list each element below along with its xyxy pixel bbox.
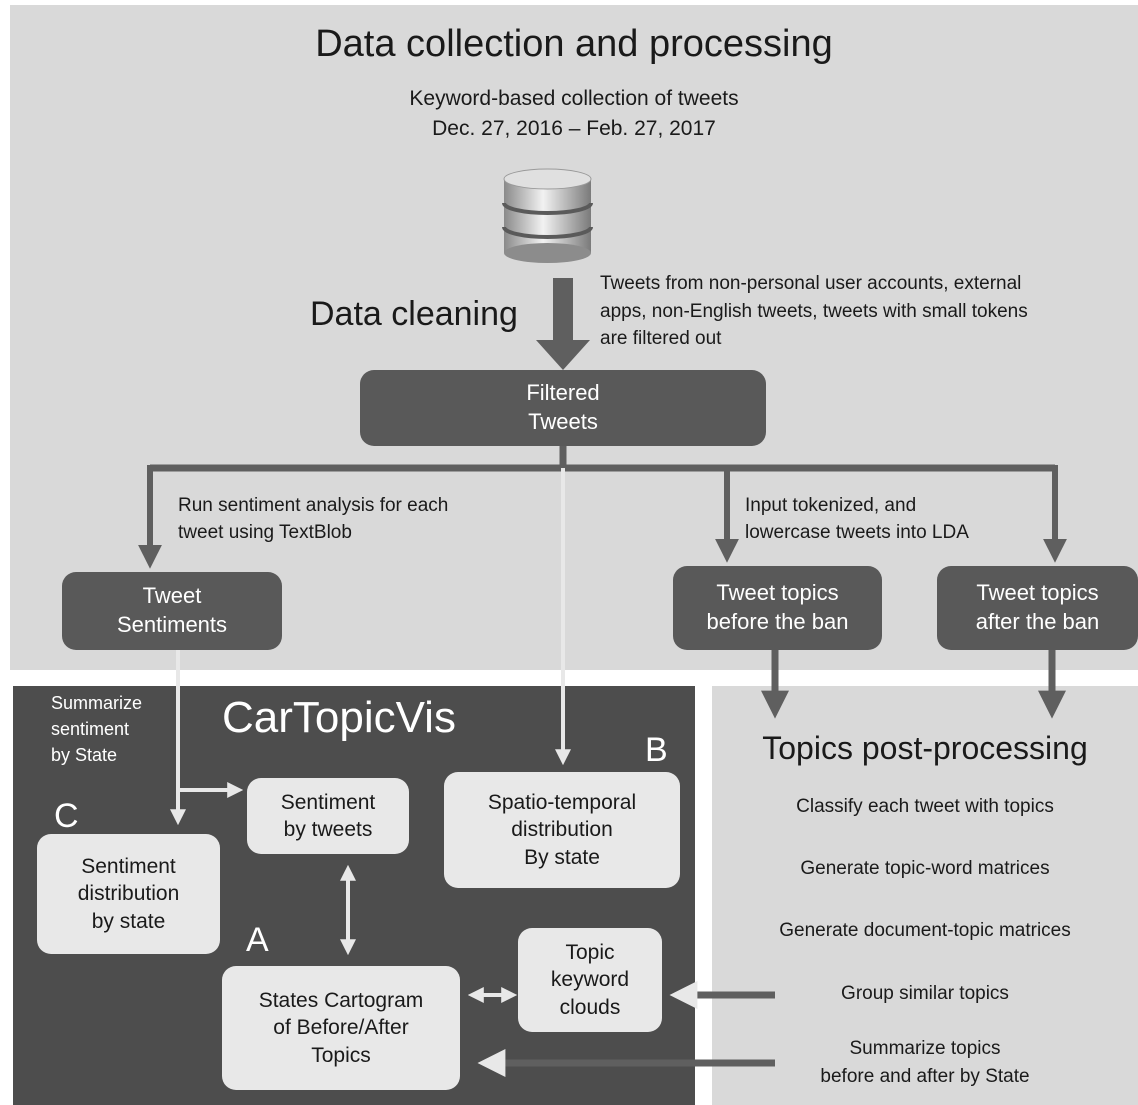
tweet-sentiments-node: Tweet Sentiments — [62, 572, 282, 650]
post-step-group-topics: Group similar topics — [841, 983, 1009, 1004]
cartopicvis-title: CarTopicVis — [222, 693, 456, 742]
post-processing-title: Topics post-processing — [762, 730, 1088, 766]
topics-after-ban-node: Tweet topics after the ban — [937, 566, 1138, 650]
view-label-c: C — [54, 797, 79, 835]
view-label-a: A — [246, 921, 269, 959]
lda-input-label: Input tokenized, and lowercase tweets in… — [745, 495, 969, 543]
collection-date-range: Dec. 27, 2016 – Feb. 27, 2017 — [432, 117, 716, 140]
post-step-topic-word: Generate topic-word matrices — [800, 858, 1050, 879]
filtered-tweets-node: Filtered Tweets — [360, 370, 766, 446]
states-cartogram-node: States Cartogram of Before/After Topics — [222, 966, 460, 1090]
collection-description: Keyword-based collection of tweets — [409, 87, 739, 110]
topics-before-ban-node: Tweet topics before the ban — [673, 566, 882, 650]
sentiment-by-tweets-node: Sentiment by tweets — [247, 778, 409, 854]
diagram-title: Data collection and processing — [315, 23, 833, 65]
data-cleaning-note: Tweets from non-personal user accounts, … — [600, 273, 1028, 350]
topic-keyword-clouds-node: Topic keyword clouds — [518, 928, 662, 1032]
post-step-document-topic: Generate document-topic matrices — [779, 920, 1071, 941]
sentiment-analysis-label: Run sentiment analysis for each tweet us… — [178, 495, 449, 543]
data-cleaning-label: Data cleaning — [310, 295, 518, 333]
view-label-b: B — [645, 731, 668, 769]
data-collection-panel — [10, 5, 1138, 670]
summarize-sentiment-label: Summarize sentiment by State — [51, 693, 143, 766]
sentiment-distribution-node: Sentiment distribution by state — [37, 834, 220, 954]
topics-post-processing-panel — [712, 686, 1138, 1105]
post-step-classify: Classify each tweet with topics — [796, 796, 1054, 817]
data-cleaning-arrow — [536, 278, 590, 370]
post-step-summarize-topics: Summarize topics before and after by Sta… — [820, 1038, 1030, 1087]
database-icon — [502, 168, 593, 263]
spatio-temporal-node: Spatio-temporal distribution By state — [444, 772, 680, 888]
